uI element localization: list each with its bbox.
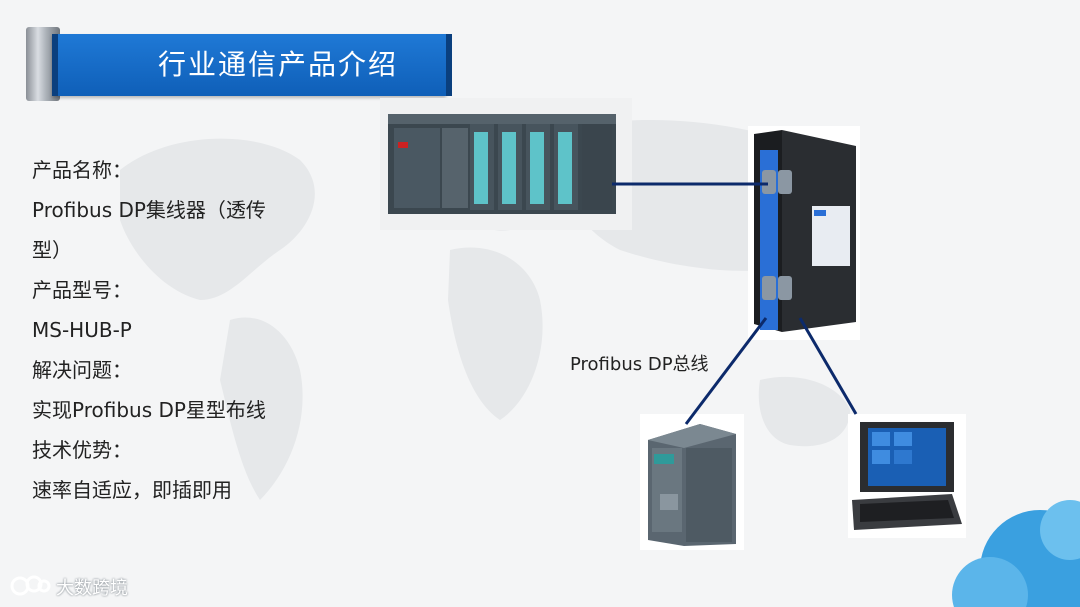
desc-line: Profibus DP集线器（透传 xyxy=(32,198,266,222)
profibus-hub-image xyxy=(748,126,860,340)
bus-label: Profibus DP总线 xyxy=(570,354,709,375)
logo-icon xyxy=(10,575,51,596)
wire-hub-to-module xyxy=(684,317,768,425)
title-banner: 行业通信产品介绍 xyxy=(52,34,452,96)
decorative-cloud xyxy=(952,500,1080,607)
desc-line: 实现Profibus DP星型布线 xyxy=(32,398,266,422)
wire-hub-to-laptop xyxy=(798,317,858,415)
plc-rack-image xyxy=(380,98,632,230)
desc-line: 解决问题： xyxy=(32,358,132,382)
desc-line: 速率自适应，即插即用 xyxy=(32,478,232,502)
desc-line: 技术优势： xyxy=(32,438,132,462)
desc-line: 产品型号： xyxy=(32,278,132,302)
page-title: 行业通信产品介绍 xyxy=(157,48,398,81)
product-description: 产品名称： Profibus DP集线器（透传 型） 产品型号： MS-HUB-… xyxy=(32,150,322,510)
plc-module-image xyxy=(640,414,744,550)
desc-line: MS-HUB-P xyxy=(32,318,132,342)
rugged-laptop-image xyxy=(848,414,966,538)
watermark-logo-text: 大数跨境 xyxy=(56,578,128,599)
desc-line: 产品名称： xyxy=(32,158,132,182)
desc-line: 型） xyxy=(32,238,72,262)
